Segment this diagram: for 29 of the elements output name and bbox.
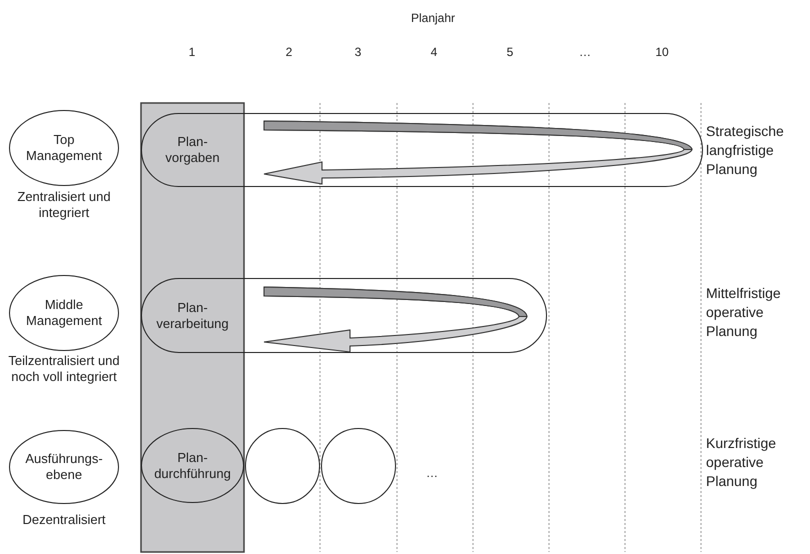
- year-number: 2: [286, 45, 292, 60]
- axis-title: Planjahr: [410, 11, 456, 26]
- year-number: …: [579, 45, 591, 60]
- year-number: 5: [506, 45, 514, 60]
- role-ellipse: [9, 110, 119, 186]
- planning-band: [141, 278, 547, 353]
- role-description: Zentralisiert und integriert: [16, 189, 112, 221]
- node-text: Ausführungs- ebene: [24, 451, 104, 483]
- node-text: Middle Management: [25, 297, 103, 329]
- node-text: Plan- verarbeitung: [155, 300, 230, 332]
- node-text: Plan- vorgaben: [164, 134, 221, 166]
- circle-shape: [321, 428, 396, 504]
- planning-band: [141, 113, 703, 187]
- role-description: Teilzentralisiert und noch voll integriert: [7, 353, 121, 385]
- planning-level-label: Mittelfristige operative Planung: [706, 284, 782, 341]
- planning-level-label: Strategische langfristige Planung: [706, 122, 785, 179]
- plan-ellipse: [141, 428, 244, 503]
- node-text: Top Management: [25, 132, 103, 164]
- year-number: 10: [655, 45, 669, 60]
- role-ellipse: [9, 275, 119, 351]
- role-ellipse: [9, 430, 119, 504]
- year-number: 1: [188, 45, 196, 60]
- year-number: 3: [354, 45, 362, 60]
- role-description: Dezentralisiert: [21, 512, 107, 528]
- circle-shape: [245, 428, 320, 504]
- ellipsis-text: …: [426, 466, 438, 481]
- node-text: Plan- durchführung: [153, 450, 232, 482]
- year-number: 4: [430, 45, 438, 60]
- planning-level-label: Kurzfristige operative Planung: [706, 434, 778, 491]
